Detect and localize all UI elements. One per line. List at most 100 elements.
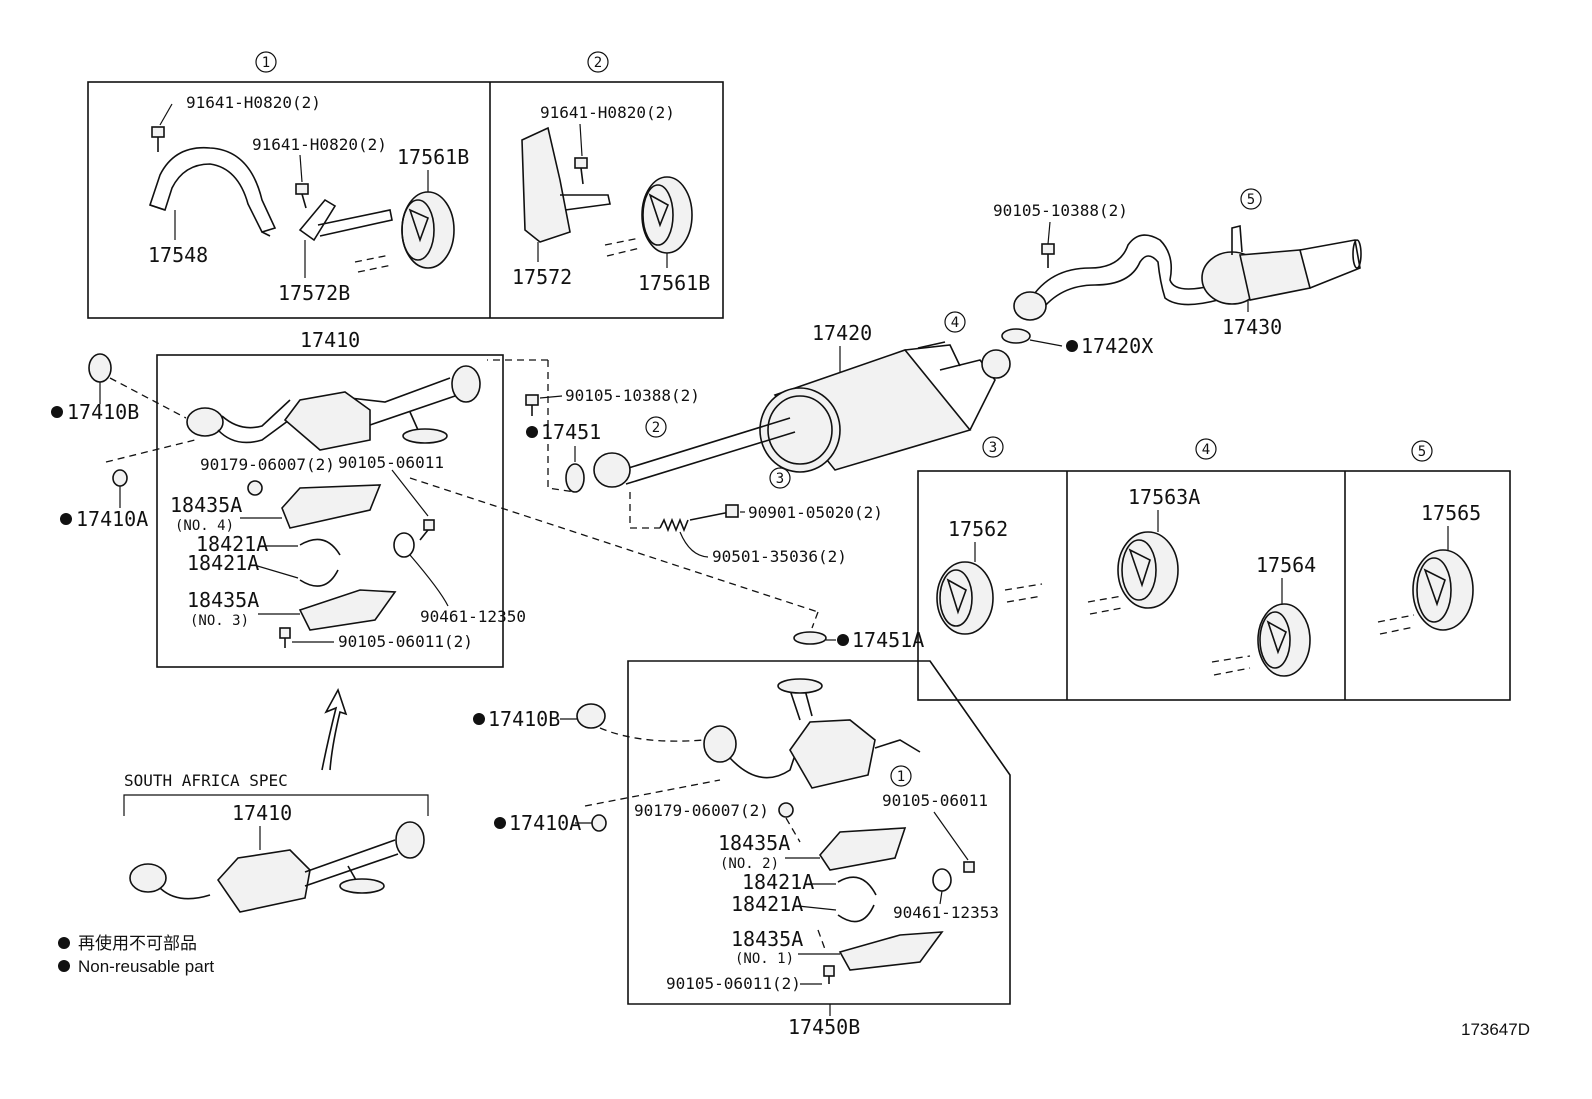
bolt-90105-10388-a xyxy=(525,394,539,406)
part-17410-sa-exhaust-pipe xyxy=(129,821,425,913)
label-18421a-c: 18421A xyxy=(742,870,814,894)
label-17430: 17430 xyxy=(1222,315,1282,339)
callout-5-box xyxy=(1411,440,1433,462)
callout-4-box xyxy=(1195,438,1217,460)
label-18435a-no3: 18435A xyxy=(187,588,259,612)
part-18435a-no1-heat-insulator xyxy=(838,931,944,971)
label-17572b: 17572B xyxy=(278,281,350,305)
label-90179-06007-b: 90179-06007(2) xyxy=(634,801,769,820)
callout-1-top xyxy=(255,51,277,73)
label-17410a-a: 17410A xyxy=(76,507,148,531)
label-18421a-b: 18421A xyxy=(187,551,259,575)
label-17410: 17410 xyxy=(300,328,360,352)
callout-2-top-text: 2 xyxy=(594,55,602,71)
label-90105-06011-a: 90105-06011 xyxy=(338,453,444,472)
label-91641-h0820-c: 91641-H0820(2) xyxy=(540,103,675,122)
label-no4: (NO. 4) xyxy=(175,518,234,534)
label-90461-12353: 90461-12353 xyxy=(893,903,999,922)
label-90501-35036: 90501-35036(2) xyxy=(712,547,847,566)
label-90179-06007-a: 90179-06007(2) xyxy=(200,455,335,474)
non-reusable-mark-17410b-b xyxy=(473,713,485,725)
bolt-90105-06011-b xyxy=(279,627,291,639)
callout-2-muffler xyxy=(645,416,667,438)
part-90179-nut-a xyxy=(247,480,263,496)
label-17561b-a: 17561B xyxy=(397,145,469,169)
non-reusable-mark-17410b-a xyxy=(51,406,63,418)
part-17450b-exhaust-pipe xyxy=(703,678,921,789)
non-reusable-mark-17451 xyxy=(526,426,538,438)
label-no2: (NO. 2) xyxy=(720,856,779,872)
label-90105-06011-2-b: 90105-06011(2) xyxy=(666,974,801,993)
callout-1-lower-text: 1 xyxy=(897,769,905,785)
part-17410a-nut-a xyxy=(112,469,128,487)
part-17564-hanger xyxy=(1211,603,1311,677)
label-17450b: 17450B xyxy=(788,1015,860,1039)
bolt-90105-06011-c xyxy=(963,861,975,873)
bolt-91641-a xyxy=(151,126,165,152)
label-91641-h0820-b: 91641-H0820(2) xyxy=(252,135,387,154)
label-90105-10388-b: 90105-10388(2) xyxy=(993,201,1128,220)
legend-line-jp: 再使用不可部品 xyxy=(78,933,197,953)
label-17410a-b: 17410A xyxy=(509,811,581,835)
part-17562-hanger xyxy=(936,561,1043,635)
label-17548: 17548 xyxy=(148,243,208,267)
callout-1-lower xyxy=(890,765,912,787)
label-90105-06011-2-a: 90105-06011(2) xyxy=(338,632,473,651)
part-18435a-no2-heat-insulator xyxy=(818,827,907,871)
part-18421a-clamp-a xyxy=(299,538,341,587)
part-17410b-gasket-b xyxy=(576,703,606,729)
assembly-box-17410 xyxy=(156,354,504,668)
label-90901-05020: 90901-05020(2) xyxy=(748,503,883,522)
non-reusable-mark-17410a-b xyxy=(494,817,506,829)
label-90105-10388-a: 90105-10388(2) xyxy=(565,386,700,405)
part-18435a-no4-heat-insulator xyxy=(281,484,382,529)
legend-line-en: Non-reusable part xyxy=(78,957,214,976)
diagram-id: 173647D xyxy=(1461,1020,1530,1039)
part-90179-nut-b xyxy=(778,802,794,818)
part-17410-exhaust-pipe xyxy=(186,365,481,451)
label-90105-06011-c: 90105-06011 xyxy=(882,791,988,810)
legend-dot-2 xyxy=(58,960,70,972)
callout-3-box-text: 3 xyxy=(989,440,997,456)
label-17451a: 17451A xyxy=(852,628,924,652)
callout-3-box xyxy=(982,436,1004,458)
label-18435a-no2: 18435A xyxy=(718,831,790,855)
label-90461-12350: 90461-12350 xyxy=(420,607,526,626)
part-17451a-gasket xyxy=(793,631,827,645)
label-no1: (NO. 1) xyxy=(735,951,794,967)
label-no3: (NO. 3) xyxy=(190,613,249,629)
part-17410a-nut-b xyxy=(591,814,607,832)
part-90461-12350-clamp xyxy=(393,519,435,558)
part-17410b-gasket-a xyxy=(88,353,112,383)
part-17565-hanger xyxy=(1377,549,1474,635)
label-18435a-no4: 18435A xyxy=(170,493,242,517)
label-18421a-d: 18421A xyxy=(731,892,803,916)
callout-5-tailpipe xyxy=(1240,188,1262,210)
callout-1-top-text: 1 xyxy=(262,55,270,71)
detail-box-1-2: 1 2 xyxy=(87,51,724,319)
label-91641-h0820-a: 91641-H0820(2) xyxy=(186,93,321,112)
legend-dot-1 xyxy=(58,937,70,949)
label-18421a-a: 18421A xyxy=(196,532,268,556)
label-17420x: 17420X xyxy=(1081,334,1153,358)
arrow-up-icon xyxy=(321,688,348,771)
label-17562: 17562 xyxy=(948,517,1008,541)
label-17572: 17572 xyxy=(512,265,572,289)
label-17410-sa: 17410 xyxy=(232,801,292,825)
label-18435a-no1: 18435A xyxy=(731,927,803,951)
legend: 再使用不可部品 Non-reusable part xyxy=(58,933,214,976)
part-17420x-gasket xyxy=(1001,328,1031,344)
callout-4-muffler-text: 4 xyxy=(951,315,959,331)
label-south-africa-spec: SOUTH AFRICA SPEC xyxy=(124,771,288,790)
callout-5-box-text: 5 xyxy=(1418,444,1426,460)
part-17561b-hanger-b xyxy=(641,176,693,254)
part-17430-tailpipe xyxy=(1013,224,1362,321)
non-reusable-mark-17420x xyxy=(1066,340,1078,352)
part-17548-bracket xyxy=(148,146,277,237)
part-17420-muffler xyxy=(593,341,1011,488)
hanger-box: 3 4 5 xyxy=(917,436,1511,701)
label-17451: 17451 xyxy=(541,420,601,444)
part-90501-spring xyxy=(659,517,689,533)
callout-2-top xyxy=(587,51,609,73)
